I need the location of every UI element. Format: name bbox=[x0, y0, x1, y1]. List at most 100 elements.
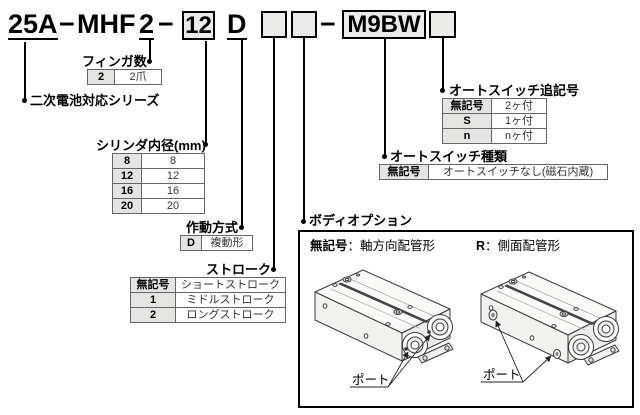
gripper-side-illustration: ポート bbox=[480, 271, 620, 383]
port-label: ポート bbox=[483, 368, 521, 382]
table-row: 20 20 bbox=[112, 198, 205, 214]
option-desc: 軸方向配管形 bbox=[360, 239, 436, 253]
table-row: 無記号 ショートストローク bbox=[130, 277, 286, 293]
fingers-table: 2 2爪 bbox=[87, 69, 162, 85]
code-cell: S bbox=[442, 113, 492, 129]
desc-cell: 12 bbox=[141, 168, 205, 184]
connector-series-dot bbox=[22, 98, 27, 103]
code-cell: 2 bbox=[87, 69, 115, 85]
auto-switch-suffix-table: 無記号 2ヶ付 S 1ヶ付 n nヶ付 bbox=[442, 98, 547, 144]
table-row: S 1ヶ付 bbox=[442, 113, 547, 129]
connector-body-option bbox=[303, 37, 305, 222]
code-switch-qty-box bbox=[429, 11, 456, 38]
series-label: 二次電池対応シリーズ bbox=[30, 93, 160, 108]
bore-table: 8 8 12 12 16 16 20 20 bbox=[112, 153, 205, 214]
code-stroke-box bbox=[261, 11, 287, 38]
body-option-side-label: R：側面配管形 bbox=[476, 240, 560, 253]
connector-fingers bbox=[149, 39, 151, 62]
connector-stroke-dot bbox=[271, 267, 276, 272]
connector-switch-suffix bbox=[442, 37, 444, 91]
code-cell: 1 bbox=[130, 292, 176, 308]
desc-cell: nヶ付 bbox=[491, 128, 547, 144]
desc-cell: 1ヶ付 bbox=[491, 113, 547, 129]
option-separator: ： bbox=[347, 239, 361, 253]
option-desc: 側面配管形 bbox=[497, 239, 561, 253]
connector-switch-suffix-dot bbox=[440, 88, 445, 93]
table-row: 1 ミドルストローク bbox=[130, 292, 286, 308]
body-option-label: ボディオプション bbox=[309, 213, 413, 228]
connector-body-option-dot bbox=[301, 219, 306, 224]
table-row: n nヶ付 bbox=[442, 128, 547, 144]
desc-cell: オートスイッチなし(磁石内蔵) bbox=[428, 164, 608, 180]
code-cell: 8 bbox=[112, 153, 142, 169]
connector-fingers-dot bbox=[147, 59, 152, 64]
port-hole bbox=[427, 330, 431, 334]
code-bore-box: 12 bbox=[182, 11, 215, 40]
desc-cell: 20 bbox=[141, 198, 205, 214]
desc-cell: 8 bbox=[141, 153, 205, 169]
body-option-panel: 無記号：軸方向配管形 R：側面配管形 bbox=[298, 230, 634, 408]
auto-switch-type-table: 無記号 オートスイッチなし(磁石内蔵) bbox=[379, 164, 608, 180]
port-label: ポート bbox=[352, 373, 390, 387]
auto-switch-suffix-label: オートスイッチ追記号 bbox=[449, 83, 580, 98]
table-row: 2 ロングストローク bbox=[130, 307, 286, 323]
table-row: D 複動形 bbox=[180, 235, 253, 251]
connector-action bbox=[241, 40, 243, 228]
connector-series bbox=[24, 42, 26, 100]
action-label: 作動方式 bbox=[186, 220, 239, 235]
port-hole-inner bbox=[555, 351, 559, 357]
code-cell: D bbox=[180, 235, 202, 251]
table-row: 12 12 bbox=[112, 168, 205, 184]
table-row: 8 8 bbox=[112, 153, 205, 169]
gripper-illustrations: ポート ポート bbox=[314, 269, 620, 388]
code-cell: 無記号 bbox=[379, 164, 429, 180]
port-leader-lines bbox=[481, 320, 552, 383]
body-option-axial-label: 無記号：軸方向配管形 bbox=[310, 240, 435, 253]
code-action: D bbox=[227, 9, 247, 40]
desc-cell: 2ヶ付 bbox=[491, 98, 547, 114]
code-cell: 20 bbox=[112, 198, 142, 214]
code-auto-switch-box: M9BW bbox=[342, 10, 426, 39]
port-hole-inner bbox=[491, 312, 495, 318]
code-series: 25A bbox=[8, 9, 58, 40]
code-cell: 無記号 bbox=[130, 277, 176, 293]
code-body-option-box bbox=[291, 11, 317, 38]
option-code: 無記号 bbox=[310, 239, 348, 253]
code-cell: 2 bbox=[130, 307, 176, 323]
code-dash-3: − bbox=[320, 9, 336, 39]
desc-cell: 2爪 bbox=[114, 69, 162, 85]
connector-bore-dot bbox=[203, 142, 208, 147]
code-cell: 16 bbox=[112, 183, 142, 199]
code-fingers: 2 bbox=[139, 9, 155, 40]
connector-bore bbox=[205, 41, 207, 145]
option-code: R bbox=[476, 239, 486, 253]
connector-stroke bbox=[273, 37, 275, 270]
desc-cell: ミドルストローク bbox=[175, 292, 286, 308]
bore-label: シリンダ内径(mm) bbox=[96, 138, 206, 153]
port-hole bbox=[404, 347, 408, 351]
stroke-label: ストローク bbox=[206, 262, 272, 277]
code-dash-1: − bbox=[59, 9, 75, 39]
desc-cell: 16 bbox=[141, 183, 205, 199]
connector-switch-type bbox=[384, 39, 386, 157]
code-model: MHF bbox=[77, 9, 136, 39]
desc-cell: 複動形 bbox=[201, 235, 253, 251]
option-separator: ： bbox=[485, 239, 498, 253]
stroke-table: 無記号 ショートストローク 1 ミドルストローク 2 ロングストローク bbox=[130, 277, 286, 323]
desc-cell: ロングストローク bbox=[175, 307, 286, 323]
table-row: 2 2爪 bbox=[87, 69, 162, 85]
action-table: D 複動形 bbox=[180, 235, 253, 251]
code-cell: 無記号 bbox=[442, 98, 492, 114]
desc-cell: ショートストローク bbox=[175, 277, 286, 293]
fingers-label: フィンガ数 bbox=[82, 54, 147, 69]
connector-switch-type-dot bbox=[382, 154, 387, 159]
port-leader-lines bbox=[350, 334, 431, 388]
code-cell: 12 bbox=[112, 168, 142, 184]
table-row: 無記号 オートスイッチなし(磁石内蔵) bbox=[379, 164, 608, 180]
table-row: 無記号 2ヶ付 bbox=[442, 98, 547, 114]
auto-switch-type-label: オートスイッチ種類 bbox=[390, 149, 508, 164]
code-dash-2: − bbox=[158, 9, 174, 39]
gripper-axial-illustration: ポート bbox=[314, 269, 454, 388]
table-row: 16 16 bbox=[112, 183, 205, 199]
